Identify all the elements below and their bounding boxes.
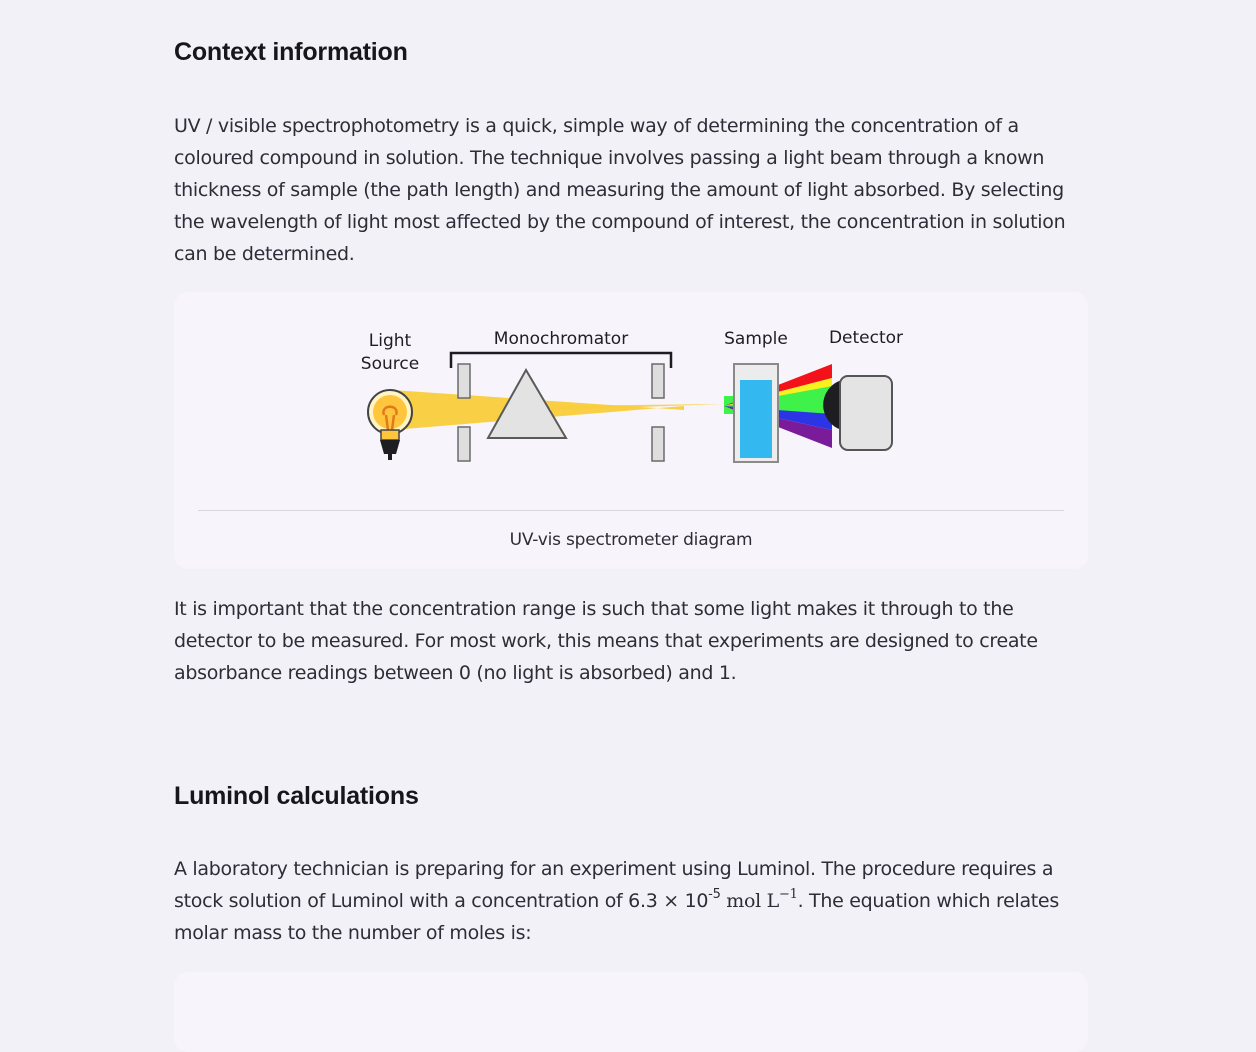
section-title-context: Context information [174,38,408,66]
monochromator-bracket [449,351,673,368]
spectrometer-diagram: Light Source Monochromator Sample Detect… [361,328,903,463]
figure-caption: UV-vis spectrometer diagram [509,530,753,550]
label-sample: Sample [724,329,788,349]
section-title-luminol: Luminol calculations [174,782,419,810]
equation-card [174,972,1088,1052]
unit-mol-l: mol L [720,890,779,912]
figure-card: Light Source Monochromator Sample Detect… [174,292,1088,569]
label-monochromator: Monochromator [494,329,628,349]
detector-body [839,375,893,451]
exit-slit-bottom [651,426,665,462]
label-light-source-1: Light [369,331,412,351]
entrance-slit-bottom [457,426,471,462]
context-paragraph-2: It is important that the concentration r… [174,598,1038,684]
prism [486,367,568,439]
unit-exponent: −1 [778,886,798,902]
label-light-source-2: Source [361,354,419,374]
sample-solution [740,380,772,458]
label-detector: Detector [829,328,903,348]
figure-divider [198,510,1064,511]
prism-beam-exit [550,404,724,410]
context-paragraph-1: UV / visible spectrophotometry is a quic… [174,115,1066,265]
concentration-exponent: -5 [708,886,721,902]
luminol-text-before: A laboratory technician is preparing for… [174,858,1054,912]
light-bulb-icon [367,389,413,460]
detector-lens [823,380,842,430]
entrance-slit-top [457,363,471,399]
exit-slit-top [651,363,665,399]
luminol-paragraph: A laboratory technician is preparing for… [174,853,1084,949]
luminol-text-after: . The equation which relates molar mass … [174,890,1059,944]
